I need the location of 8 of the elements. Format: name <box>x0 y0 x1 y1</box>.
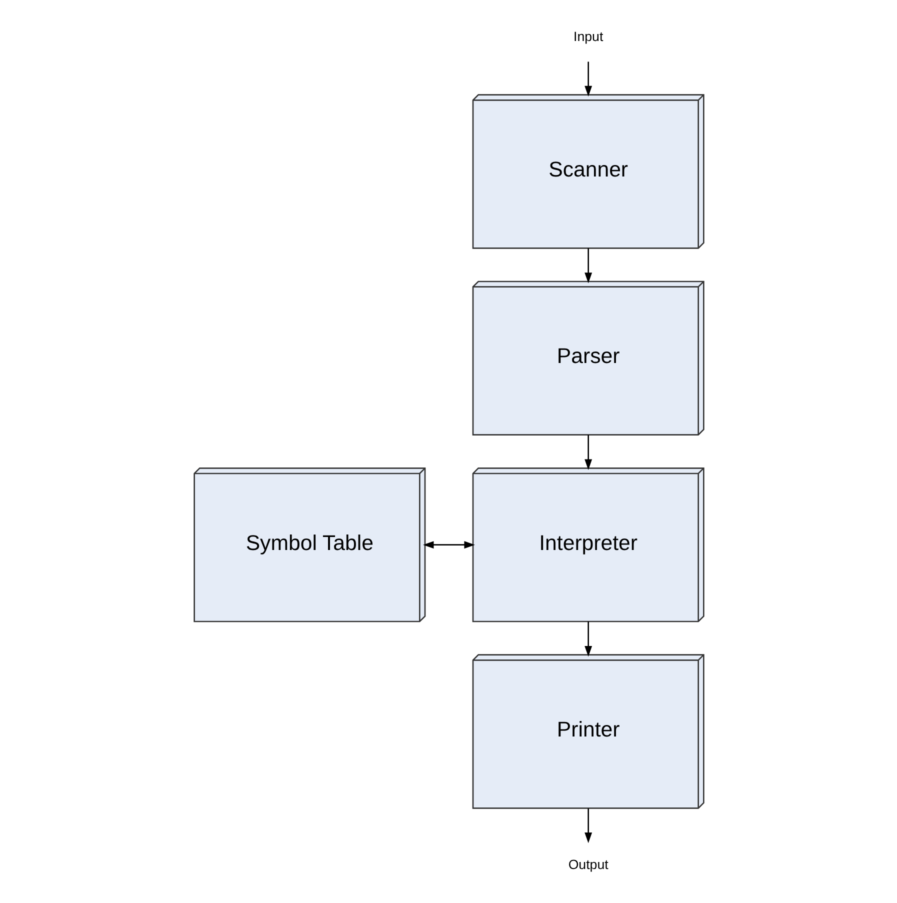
arrow <box>584 434 592 470</box>
arrow <box>584 622 592 657</box>
arrow <box>584 808 592 844</box>
arrow <box>584 248 592 284</box>
arrow <box>584 62 592 97</box>
node-text: Input <box>573 28 603 44</box>
arrow <box>422 541 474 549</box>
node-text: Output <box>568 856 608 872</box>
